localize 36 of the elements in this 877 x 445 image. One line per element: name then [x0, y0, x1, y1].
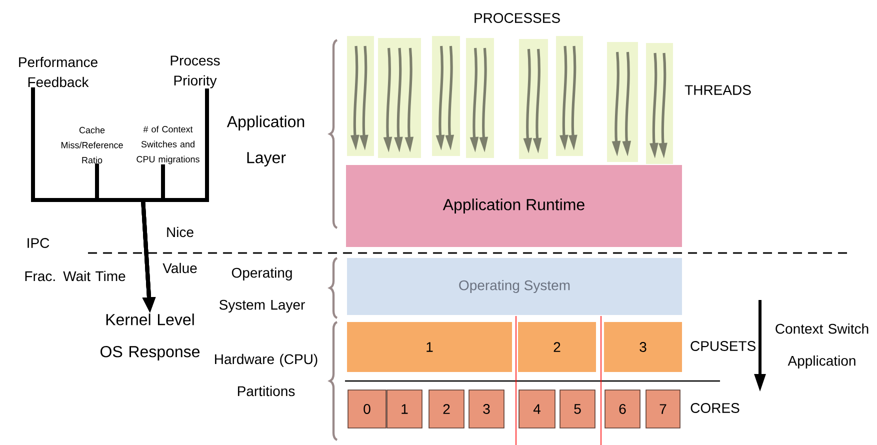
metric-label: Frac. Wait Time [25, 270, 126, 282]
process-box [432, 36, 460, 156]
core-box: 0 [348, 390, 386, 428]
core-box: 7 [646, 390, 680, 428]
process-box [378, 38, 421, 158]
cpuset-box: 1 [347, 322, 512, 372]
metric-label: Performance Feedback [19, 56, 98, 88]
layer-label: Application Layer [226, 116, 304, 166]
heading: CPUSETS [690, 341, 756, 351]
operating-system-box: Operating System [347, 258, 682, 315]
core-box: 2 [428, 390, 464, 428]
layer-label: Hardware (CPU) Partitions [215, 354, 318, 396]
cpuset-box: 2 [518, 322, 596, 372]
metric-label: IPC [28, 238, 50, 248]
core-box: 5 [560, 390, 596, 428]
process-box [607, 42, 638, 162]
metric-label: Process Priority [170, 56, 220, 88]
core-box: 3 [468, 390, 504, 428]
application-runtime-box: Application Runtime [346, 165, 682, 247]
process-box [347, 36, 374, 156]
core-box: 4 [518, 390, 556, 428]
core-box: 6 [604, 390, 640, 428]
heading: PROCESSES [474, 13, 560, 23]
process-box [646, 43, 673, 164]
heading: CORES [690, 403, 740, 413]
direction-label: Context Switch Application [776, 323, 868, 369]
layer-label: Operating System Layer [219, 267, 305, 313]
metric-label: # of Context Switches and CPU migrations [136, 126, 200, 164]
process-box [466, 38, 494, 158]
core-box: 1 [386, 390, 422, 428]
metric-label: Cache Miss/Reference Ratio [61, 126, 123, 164]
cpuset-box: 3 [604, 322, 682, 372]
process-box [519, 39, 548, 159]
metric-label: Nice Value [162, 226, 197, 274]
process-box [556, 36, 583, 156]
response-label: Kernel Level OS Response [100, 314, 200, 360]
